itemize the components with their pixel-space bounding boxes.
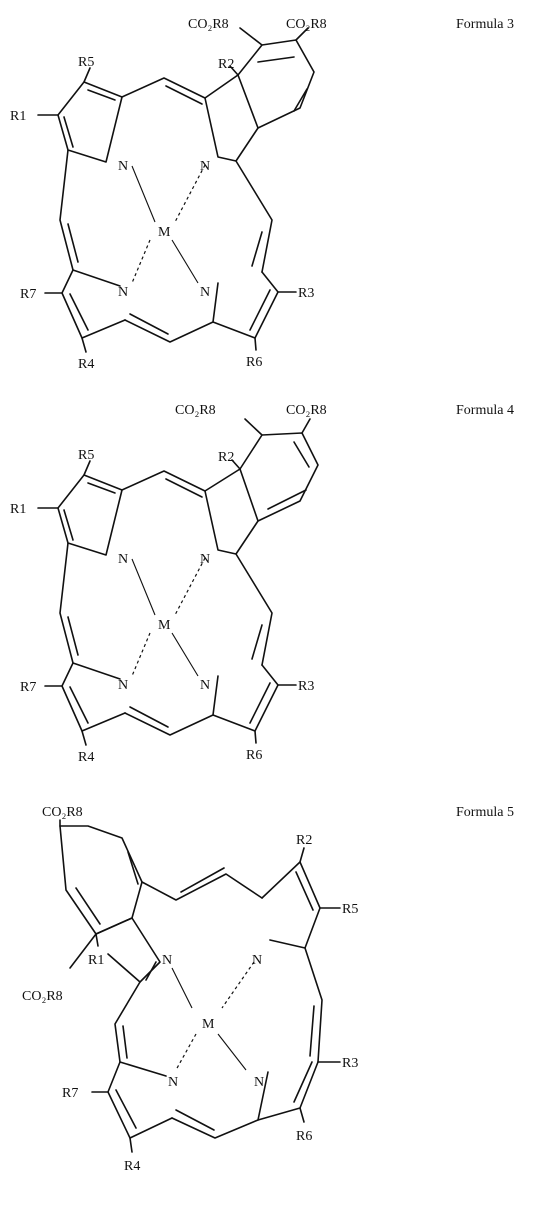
formula-4-caption: Formula 4: [456, 403, 514, 418]
formula-4-nitrogen-3: N: [118, 678, 128, 693]
formula-5-nitrogen-1: N: [162, 953, 172, 968]
formula-4-nitrogen-2: N: [200, 552, 210, 567]
formula-5-r2: R2: [296, 833, 312, 848]
formula-5-nitrogen-3: N: [168, 1075, 178, 1090]
formula-4-r3: R3: [298, 679, 314, 694]
formula-5-ester-bottom: CO₂R8: [22, 989, 63, 1004]
formula-5-r3: R3: [342, 1056, 358, 1071]
formula-3-nitrogen-4: N: [200, 285, 210, 300]
formula-5-r5: R5: [342, 902, 358, 917]
formula-3-r5: R5: [78, 55, 94, 70]
formula-5-r6: R6: [296, 1129, 312, 1144]
formula-4-r5: R5: [78, 448, 94, 463]
formula-4-ester-right: CO₂R8: [286, 403, 327, 418]
formula-5-nitrogen-4: N: [254, 1075, 264, 1090]
formula-3-r6: R6: [246, 355, 262, 370]
formula-5-caption: Formula 5: [456, 805, 514, 820]
formula-4-bonds: [37, 418, 319, 746]
formula-3-nitrogen-3: N: [118, 285, 128, 300]
formula-4-r2: R2: [218, 450, 234, 465]
formula-3-r2: R2: [218, 57, 234, 72]
formula-3-nitrogen-2: N: [200, 159, 210, 174]
formula-4-structure: Formula 4 CO₂R8 CO₂R8: [10, 403, 514, 765]
formula-5-structure: Formula 5 CO₂R8 CO₂R8: [22, 805, 514, 1174]
formula-3-r3: R3: [298, 286, 314, 301]
formula-4-r7: R7: [20, 680, 36, 695]
formula-3-nitrogen-1: N: [118, 159, 128, 174]
formula-4-nitrogen-1: N: [118, 552, 128, 567]
formula-4-r4: R4: [78, 750, 94, 765]
formula-5-metal: M: [202, 1017, 215, 1032]
formula-3-ester-right: CO₂R8: [286, 17, 327, 32]
formula-5-r7: R7: [62, 1086, 78, 1101]
formula-3-bonds: [37, 27, 315, 353]
formula-5-r1: R1: [88, 953, 104, 968]
formula-3-metal: M: [158, 225, 171, 240]
formula-4-nitrogen-4: N: [200, 678, 210, 693]
formula-3-r1: R1: [10, 109, 26, 124]
formula-3-structure: Formula 3 CO₂R8 CO₂R8: [10, 17, 514, 372]
formula-3-r7: R7: [20, 287, 36, 302]
formula-3-r4: R4: [78, 357, 94, 372]
formula-4-metal: M: [158, 618, 171, 633]
formula-5-r4: R4: [124, 1159, 140, 1174]
formula-5-ester-top: CO₂R8: [42, 805, 83, 820]
formula-3-ester-left: CO₂R8: [188, 17, 229, 32]
formula-3-caption: Formula 3: [456, 17, 514, 32]
formula-5-nitrogen-2: N: [252, 953, 262, 968]
formula-4-ester-left: CO₂R8: [175, 403, 216, 418]
formula-5-bonds: [59, 819, 341, 1153]
formula-4-r6: R6: [246, 748, 262, 763]
formula-4-r1: R1: [10, 502, 26, 517]
